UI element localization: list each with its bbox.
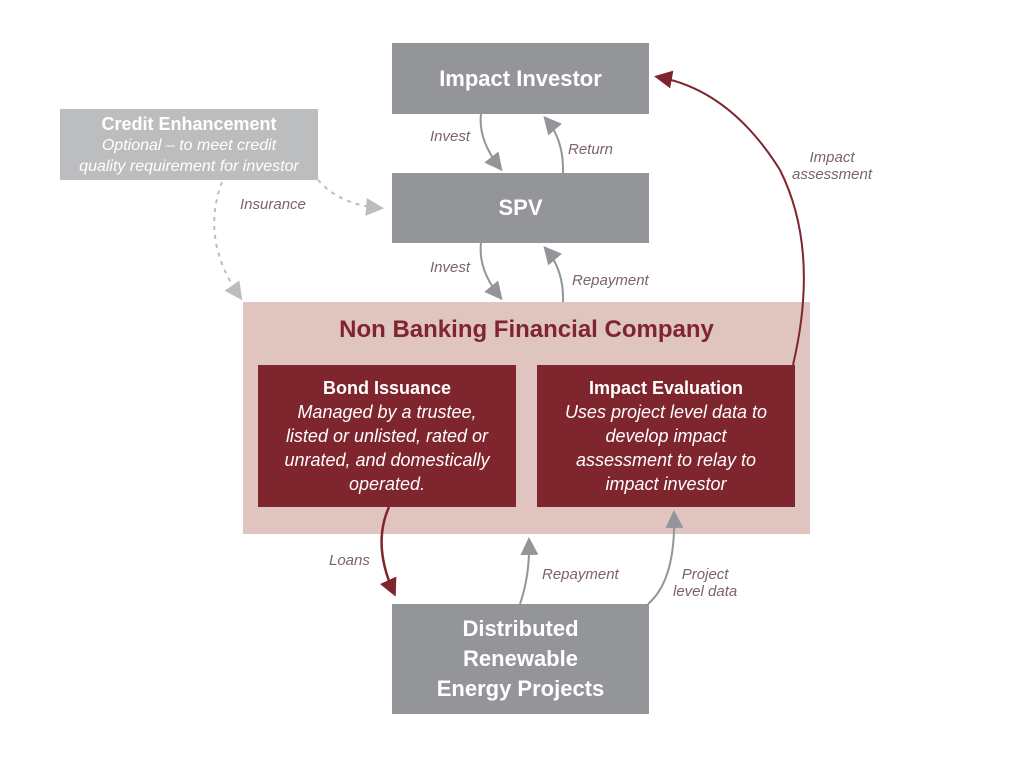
label-project-data: Project level data — [673, 566, 737, 600]
label-invest-2: Invest — [430, 259, 471, 276]
arrow-invest-spv-nbfc — [479, 242, 503, 301]
arrow-insurance-nbfc — [213, 181, 243, 301]
impact-investor-node: Impact Investor — [392, 43, 649, 114]
impact-evaluation-line: assessment to relay to — [575, 450, 757, 470]
dre-projects-node: Distributed Renewable Energy Projects — [392, 604, 649, 714]
bond-issuance-line: Managed by a trustee, — [297, 402, 477, 422]
label-impact-assessment-1: Impact — [809, 149, 855, 166]
impact-evaluation-line: Uses project level data to — [564, 402, 768, 422]
label-impact-assessment: Impact assessment — [792, 149, 872, 183]
credit-enhancement-subtitle-1: Optional – to meet credit — [101, 136, 277, 154]
credit-enhancement-subtitle-2: quality requirement for investor — [79, 157, 299, 175]
arrow-repayment-nbfc-spv — [543, 245, 565, 303]
nbfc-title: Non Banking Financial Company — [339, 316, 714, 343]
dre-projects-line: Distributed — [462, 616, 579, 641]
impact-evaluation-title: Impact Evaluation — [588, 378, 744, 398]
impact-evaluation-line: impact investor — [605, 474, 727, 494]
bond-issuance-line: operated. — [348, 474, 426, 494]
label-invest-1: Invest — [430, 128, 471, 145]
arrow-insurance-spv — [317, 179, 384, 216]
bond-issuance-title: Bond Issuance — [322, 378, 452, 398]
label-insurance: Insurance — [240, 196, 306, 213]
arrow-repayment-dre-nbfc — [519, 537, 539, 605]
bond-issuance-line: listed or unlisted, rated or — [285, 426, 489, 446]
label-return: Return — [568, 141, 614, 158]
dre-projects-line: Renewable — [463, 646, 578, 671]
impact-investor-label: Impact Investor — [439, 65, 602, 91]
bond-issuance-node: Bond Issuance Managed by a trustee, list… — [258, 365, 516, 507]
label-repayment-2: Repayment — [542, 566, 619, 583]
label-repayment-1: Repayment — [572, 272, 649, 289]
arrow-return-spv-investor — [543, 115, 565, 174]
credit-enhancement-node: Credit Enhancement Optional – to meet cr… — [60, 109, 318, 180]
dre-projects-line: Energy Projects — [436, 676, 605, 701]
spv-node: SPV — [392, 173, 649, 243]
bond-issuance-line: unrated, and domestically — [284, 450, 490, 470]
credit-enhancement-title: Credit Enhancement — [101, 113, 277, 134]
label-project-data-1: Project — [681, 566, 729, 583]
spv-label: SPV — [498, 195, 543, 220]
impact-evaluation-node: Impact Evaluation Uses project level dat… — [537, 365, 795, 507]
arrow-invest-investor-spv — [479, 113, 503, 172]
label-loans: Loans — [329, 552, 370, 569]
label-impact-assessment-2: assessment — [792, 166, 873, 183]
impact-evaluation-line: develop impact — [605, 426, 727, 446]
label-project-data-2: level data — [673, 583, 738, 600]
